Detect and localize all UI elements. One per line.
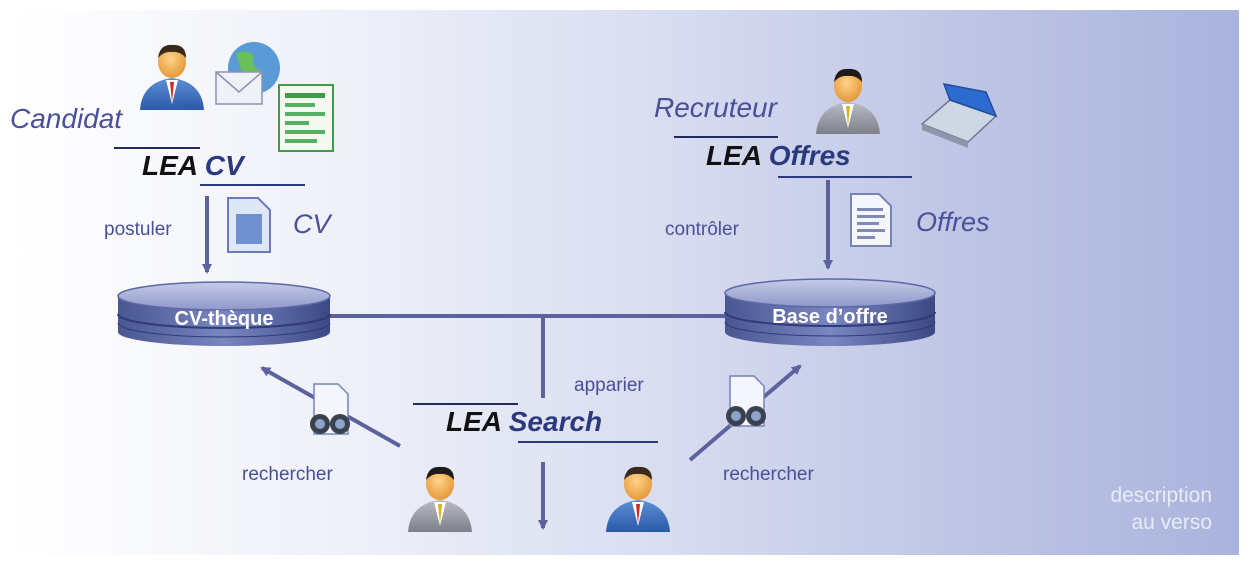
cvtheque-database: [117, 281, 331, 346]
binoculars-icon: [310, 383, 350, 435]
base-offre-database: [724, 278, 936, 346]
module-prefix: LEA: [706, 140, 761, 171]
module-prefix: LEA: [446, 406, 501, 437]
role-candidat: Candidat: [10, 103, 123, 134]
module-lea-search: LEA Search: [446, 406, 602, 438]
module-prefix: LEA: [142, 150, 197, 181]
description-note-line1: description: [1110, 484, 1212, 507]
lea-search-underlines: [413, 403, 658, 443]
email-globe-icon: [215, 42, 280, 105]
module-name: CV: [204, 150, 244, 181]
spreadsheet-icon: [278, 84, 334, 152]
lea-offres-underlines: [674, 136, 912, 178]
person-icon: [408, 466, 472, 532]
description-note: description au verso: [1040, 482, 1212, 536]
person-icon: [140, 44, 204, 110]
action-controler: contrôler: [665, 219, 739, 240]
document-icon: [227, 197, 271, 253]
action-postuler: postuler: [104, 219, 172, 240]
document-label-offres: Offres: [916, 207, 990, 237]
action-rechercher-right: rechercher: [723, 464, 814, 485]
module-lea-cv: LEA CV: [142, 150, 244, 182]
role-recruteur: Recruteur: [654, 92, 777, 123]
action-apparier: apparier: [574, 375, 644, 396]
module-name: Offres: [768, 140, 851, 171]
lea-cv-underlines: [114, 147, 305, 186]
database-label-cvtheque: CV-thèque: [174, 308, 274, 330]
scanner-icon: [920, 83, 998, 148]
description-note-line2: au verso: [1131, 511, 1212, 534]
action-rechercher-left: rechercher: [242, 464, 333, 485]
module-name: Search: [508, 406, 603, 437]
binoculars-icon: [726, 375, 766, 427]
person-icon: [816, 68, 880, 134]
person-icon: [606, 466, 670, 532]
database-label-base-offre: Base d’offre: [772, 306, 888, 328]
document-label-cv: CV: [293, 209, 331, 239]
module-lea-offres: LEA Offres: [706, 140, 851, 172]
document-icon: [850, 193, 892, 247]
